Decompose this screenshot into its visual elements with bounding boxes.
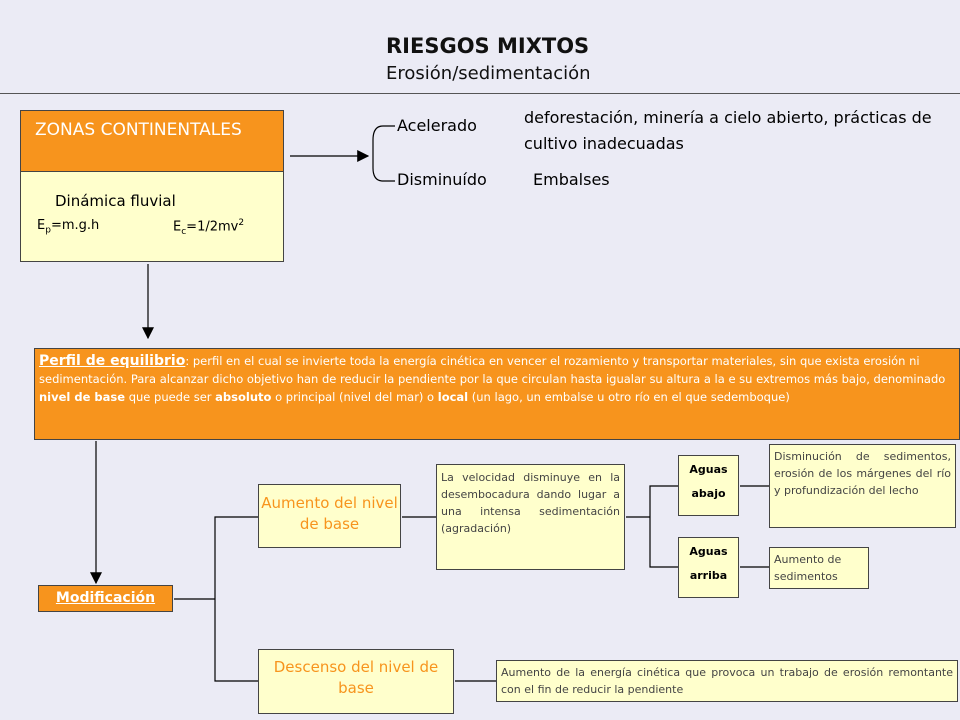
disminuido-description: Embalses — [533, 170, 610, 189]
disminuido-label: Disminuído — [397, 170, 487, 189]
acelerado-label: Acelerado — [397, 116, 477, 135]
aguas-arriba-line2: arriba — [689, 569, 728, 582]
aumento-nivel-base-box: Aumento del nivel de base — [258, 484, 401, 548]
perfil-text: : perfil en el cual se invierte toda la … — [39, 354, 946, 386]
dinamica-label: Dinámica fluvial — [55, 192, 176, 210]
aguas-arriba-box: Aguas arriba — [678, 537, 739, 598]
branch-bracket — [372, 125, 395, 182]
perfil-equilibrio-box: Perfil de equilibrio: perfil en el cual … — [34, 348, 960, 440]
perfil-text-4: (un lago, un embalse u otro río en el qu… — [468, 390, 790, 404]
aguas-arriba-line1: Aguas — [689, 545, 728, 558]
modificacion-bracket — [174, 516, 258, 682]
velocidad-box: La velocidad disminuye en la desembocadu… — [436, 464, 625, 570]
perfil-text-2: que puede ser — [125, 390, 216, 404]
zonas-continentales-box: ZONAS CONTINENTALES — [20, 110, 284, 172]
potential-energy-formula: Ep=m.g.h — [37, 218, 100, 236]
descenso-nivel-base-box: Descenso del nivel de base — [258, 649, 454, 714]
acelerado-description: deforestación, minería a cielo abierto, … — [524, 108, 932, 153]
kinetic-energy-formula: Ec=1/2mv2 — [173, 218, 245, 237]
dinamica-fluvial-box: Dinámica fluvial Ep=m.g.h Ec=1/2mv2 — [20, 172, 284, 262]
arriba-description-box: Aumento de sedimentos — [769, 547, 869, 589]
abajo-description-box: Disminución de sedimentos, erosión de lo… — [769, 444, 956, 528]
aguas-abajo-box: Aguas abajo — [678, 455, 739, 516]
page-subtitle: Erosión/sedimentación — [386, 63, 591, 84]
modificacion-box: Modificación — [38, 585, 173, 612]
aguas-abajo-line1: Aguas — [689, 463, 728, 476]
absoluto-term: absoluto — [215, 390, 272, 404]
page-title: RIESGOS MIXTOS — [386, 34, 590, 58]
local-term: local — [437, 390, 469, 404]
aguas-abajo-line2: abajo — [691, 487, 726, 500]
aguas-bracket — [626, 485, 678, 568]
energia-description-box: Aumento de la energía cinética que provo… — [496, 660, 958, 702]
nivel-base-term: nivel de base — [39, 390, 126, 404]
perfil-heading: Perfil de equilibrio — [39, 353, 186, 369]
zonas-title: ZONAS CONTINENTALES — [35, 120, 242, 140]
header-divider — [0, 93, 960, 94]
perfil-text-3: o principal (nivel del mar) o — [271, 390, 438, 404]
